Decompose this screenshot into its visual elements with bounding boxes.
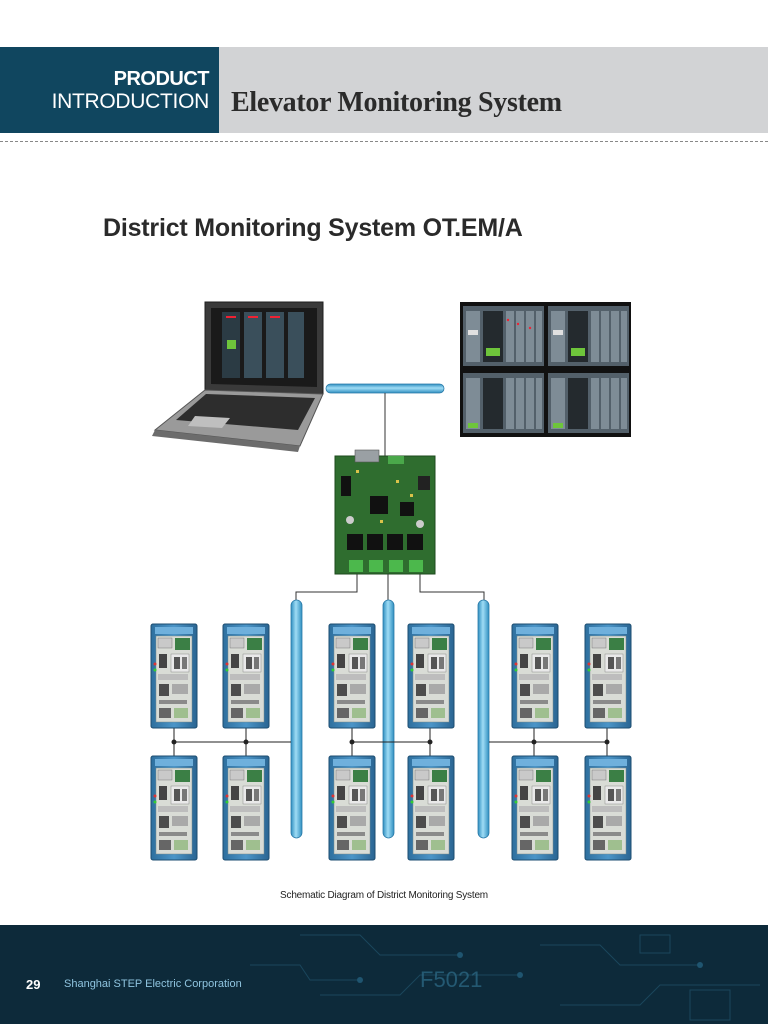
pcb-marking: F5021 xyxy=(420,967,482,992)
network-cable-top xyxy=(325,383,445,456)
cabinet xyxy=(511,755,559,861)
product-label: PRODUCT xyxy=(113,68,210,90)
vertical-bus-cables xyxy=(290,599,490,839)
cabinet xyxy=(511,623,559,729)
cabinet xyxy=(328,755,376,861)
system-diagram xyxy=(150,301,632,861)
cabinet xyxy=(584,755,632,861)
diagram-caption: Schematic Diagram of District Monitoring… xyxy=(280,890,488,901)
page-footer: F5021 29 Shanghai STEP Electric Corporat… xyxy=(0,925,768,1024)
cabinet xyxy=(222,755,270,861)
introduction-label: INTRODUCTION xyxy=(51,90,210,113)
cabinet xyxy=(584,623,632,729)
cabinet xyxy=(328,623,376,729)
section-label-block: PRODUCT INTRODUCTION xyxy=(0,47,219,133)
circuit-background: F5021 xyxy=(250,934,760,1021)
cabinet xyxy=(407,755,455,861)
laptop-icon xyxy=(152,301,324,452)
cabinet xyxy=(150,623,198,729)
page-header: PRODUCT INTRODUCTION Elevator Monitoring… xyxy=(0,47,768,133)
bus-cables xyxy=(295,574,485,600)
monitoring-display-icon xyxy=(460,302,631,437)
header-title: Elevator Monitoring System xyxy=(231,87,562,118)
page-heading: District Monitoring System OT.EM/A xyxy=(103,214,523,242)
cabinet xyxy=(407,623,455,729)
group-links xyxy=(171,728,610,756)
cabinet xyxy=(150,755,198,861)
company-name: Shanghai STEP Electric Corporation xyxy=(64,978,242,990)
controller-board-icon xyxy=(334,449,436,575)
header-title-block: Elevator Monitoring System xyxy=(219,47,768,133)
cabinet xyxy=(222,623,270,729)
dotted-divider xyxy=(0,141,768,142)
page-number: 29 xyxy=(26,977,41,992)
